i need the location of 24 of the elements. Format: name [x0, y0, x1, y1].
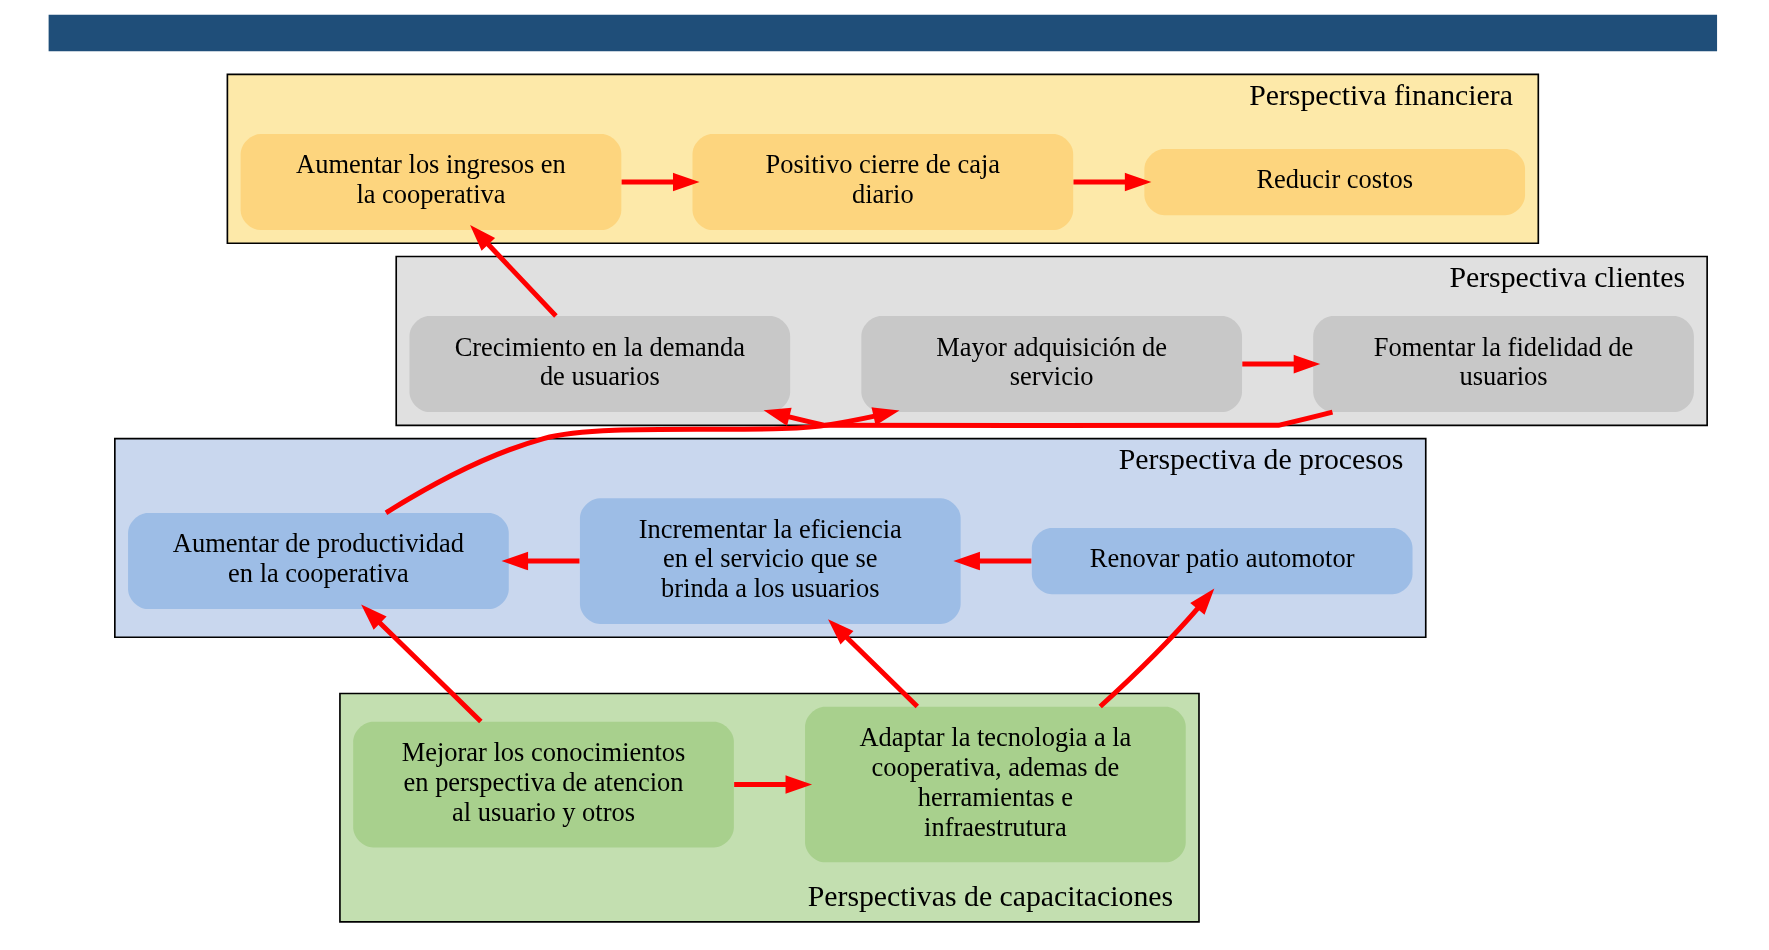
arrow	[763, 407, 1334, 428]
arrow	[828, 619, 920, 709]
arrow	[1073, 172, 1152, 192]
node-box: Reducir costos	[1144, 148, 1526, 216]
arrow	[1098, 588, 1215, 709]
arrow	[953, 551, 1032, 571]
arrow	[384, 407, 900, 515]
node-box: Mayor adquisición de servicio	[861, 316, 1242, 413]
arrow	[621, 172, 700, 192]
node-box: Aumentar de productividad en la cooperativa	[128, 513, 509, 610]
node-box: Fomentar la fidelidad de usuarios	[1313, 316, 1694, 413]
arrow	[734, 775, 813, 794]
node-box: Renovar patio automotor	[1031, 527, 1413, 595]
arrow	[1242, 354, 1321, 374]
arrow	[470, 225, 558, 318]
node-bar	[48, 14, 1718, 52]
node-box: Aumentar los ingresos en la cooperativa	[240, 134, 622, 231]
node-box: Mejorar los conocimientos en perspectiva de atencion al usuario y otros	[353, 721, 734, 848]
node-box: Positivo cierre de caja diario	[692, 134, 1074, 231]
node-box: Crecimiento en la demanda de usuarios	[409, 316, 791, 413]
arrow	[361, 604, 483, 724]
arrow	[501, 551, 580, 571]
node-box: Adaptar la tecnologia a la cooperativa, ademas de herramientas e infraestrutura	[805, 706, 1186, 863]
node-box: Incrementar la eficiencia en el servicio que se brinda a los usuarios	[579, 498, 961, 624]
